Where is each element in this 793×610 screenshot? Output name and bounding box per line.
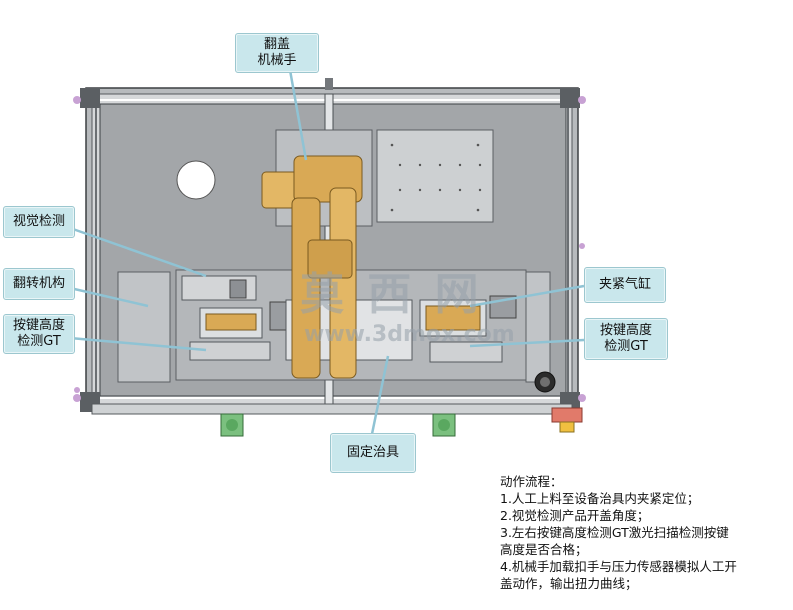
callout-flip-robot: 翻盖 机械手 (235, 33, 319, 73)
procedure-line: 1.人工上料至设备治具内夹紧定位； (500, 491, 700, 506)
callout-key-height-left: 按键高度 检测GT (3, 314, 75, 354)
callout-line: 机械手 (257, 53, 297, 68)
callout-line: 按键高度 (12, 318, 65, 333)
callout-line: 视觉检测 (12, 214, 65, 229)
procedure-title: 动作流程： (500, 474, 563, 489)
callout-vision-detect: 视觉检测 (3, 206, 75, 238)
callout-line: 检测GT (604, 339, 648, 354)
cable-hole (176, 160, 216, 200)
leader-lines (69, 69, 585, 435)
upper-right-plate (376, 129, 494, 223)
procedure-line: 4.机械手加载扣手与压力传感器模拟人工开 (500, 559, 737, 574)
callout-clamp-cylinder: 夹紧气缸 (584, 267, 666, 303)
callout-line: 按键高度 (599, 323, 652, 338)
plate-holes (390, 143, 482, 212)
callout-line: 夹紧气缸 (598, 277, 651, 292)
procedure-text: 动作流程： 1.人工上料至设备治具内夹紧定位； 2.视觉检测产品开盖角度； 3.… (500, 473, 790, 592)
procedure-line: 盖动作，输出扭力曲线； (500, 576, 638, 591)
flip-mechanism-block (117, 271, 171, 383)
robot-arm (261, 155, 363, 379)
procedure-line: 3.左右按键高度检测GT激光扫描检测按键 (500, 525, 729, 540)
procedure-line: 2.视觉检测产品开盖角度； (500, 508, 650, 523)
callout-line: 检测GT (17, 334, 61, 349)
callout-fixture: 固定治具 (330, 433, 416, 473)
callout-line: 翻盖 (263, 37, 290, 52)
procedure-line: 高度是否合格； (500, 542, 588, 557)
machine-feet (220, 413, 456, 437)
callout-line: 固定治具 (346, 445, 399, 460)
callout-key-height-right: 按键高度 检测GT (584, 318, 668, 360)
callout-flip-mechanism: 翻转机构 (3, 268, 75, 300)
callout-line: 翻转机构 (12, 276, 65, 291)
emergency-stop (534, 371, 583, 433)
